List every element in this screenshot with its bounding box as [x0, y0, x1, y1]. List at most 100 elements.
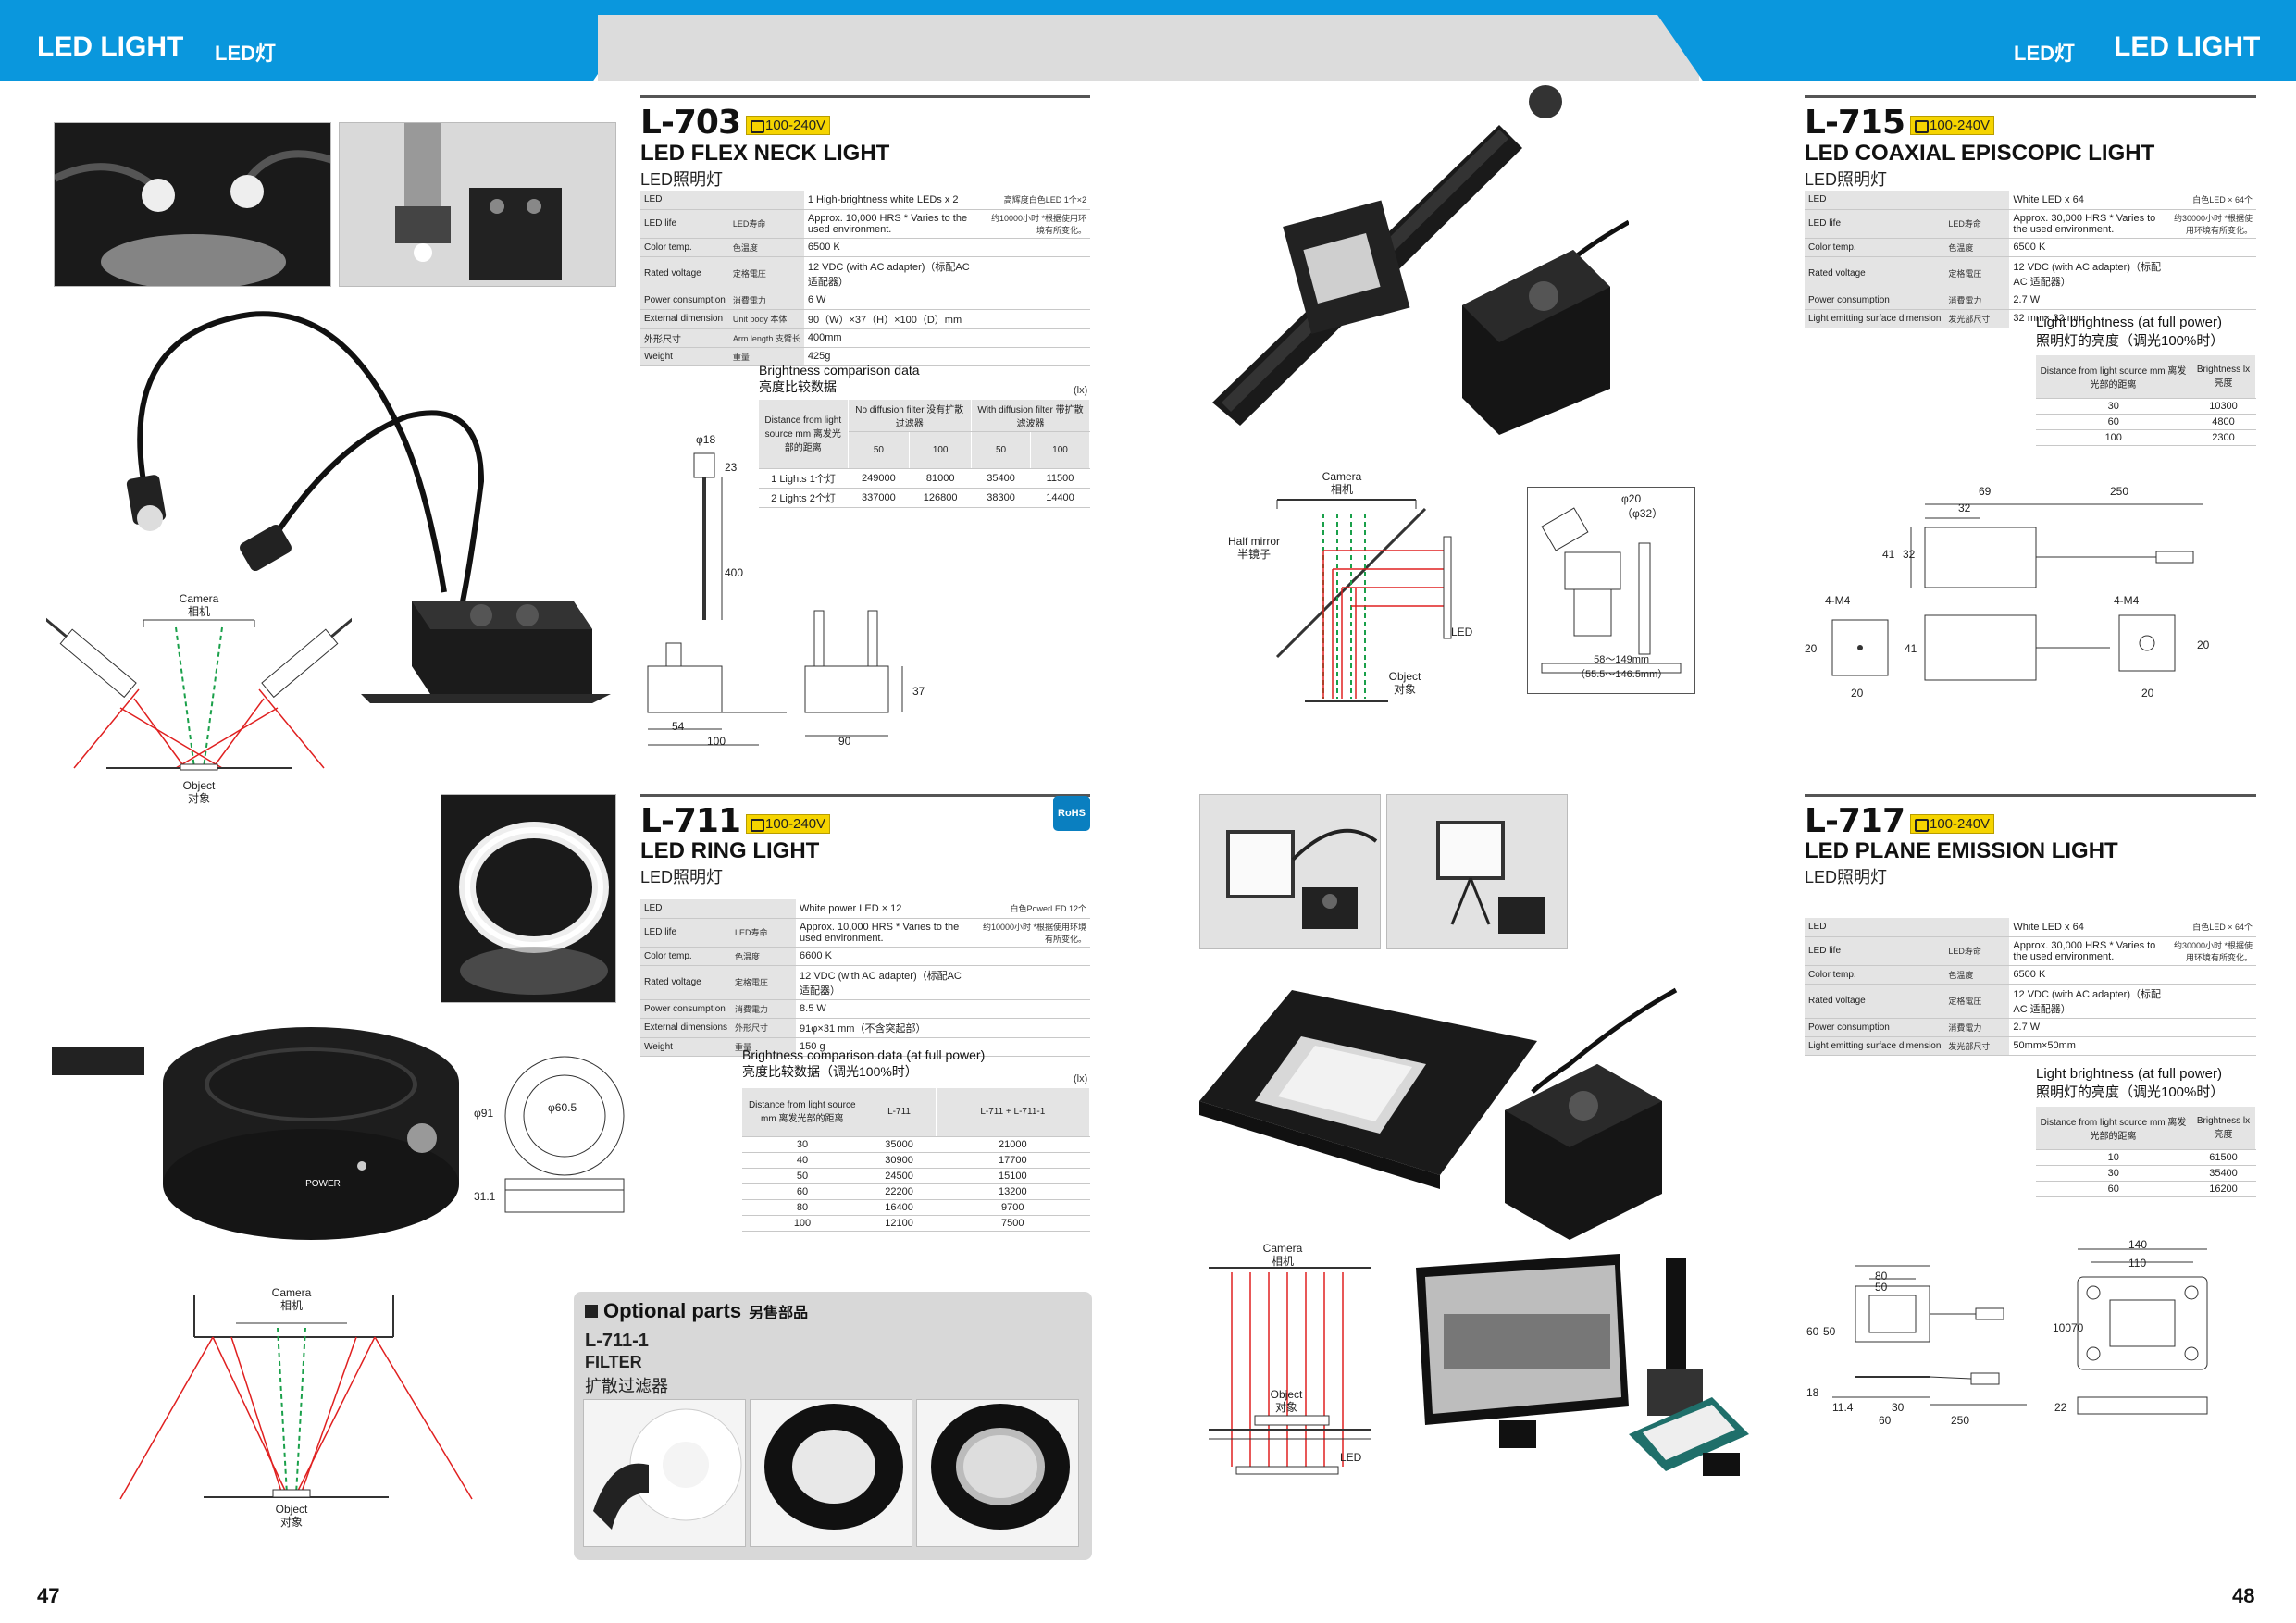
l715-title: LED COAXIAL EPISCOPIC LIGHT [1805, 141, 2155, 166]
l717-photo-1 [1199, 794, 1381, 949]
l703-dim-100: 100 [707, 735, 726, 748]
brightness-value: 4800 [2191, 414, 2256, 430]
l715-dim-20d: 20 [2141, 687, 2154, 700]
l717-dim-250: 250 [1951, 1414, 1970, 1427]
brightness-value: 60 [2036, 1181, 2191, 1197]
spec-value: 6600 K [796, 947, 978, 966]
spec-value-zh: 约10000小时 *根据使用环境有所变化。 [985, 209, 1090, 239]
brightness-value: 30 [742, 1136, 863, 1153]
brightness-value: 100 [742, 1215, 863, 1232]
l711-subtitle: LED照明灯 [640, 868, 724, 886]
spec-value-zh [985, 309, 1090, 329]
brightness-value: 10300 [2191, 398, 2256, 415]
l703-brightness-unit: (lx) [1074, 385, 1088, 396]
brightness-value: 13200 [936, 1183, 1090, 1200]
brightness-header-distance: Distance from light source mm 离发光部的距离 [2036, 355, 2191, 399]
spec-value: 6500 K [803, 238, 986, 257]
l703-photo-lamps [54, 122, 331, 287]
brightness-value: 24500 [863, 1168, 937, 1184]
l703-title: LED FLEX NECK LIGHT [640, 141, 890, 166]
l717-dim-18: 18 [1806, 1386, 1819, 1399]
brightness-value: 100 [2036, 429, 2191, 446]
spec-key: Rated voltage [1805, 984, 1945, 1019]
spec-key-zh [728, 191, 804, 210]
brightness-value: 21000 [936, 1136, 1090, 1153]
l715-dim-41b: 41 [1905, 642, 1917, 655]
l717-brightness-title: Light brightness (at full power)照明灯的亮度（调… [2036, 1066, 2225, 1100]
spec-value: 12 VDC (with AC adapter)（标配AC 适配器） [796, 965, 978, 1000]
spec-key-zh: 发光部尺寸 [1944, 1036, 2010, 1056]
l715-dim-32: 32 [1958, 502, 1971, 514]
spec-key: Color temp. [1805, 238, 1945, 257]
header-left-subtitle: LED灯 [215, 42, 277, 65]
spec-key-zh: Unit body 本体 [728, 309, 804, 329]
spec-value-zh [2166, 1018, 2256, 1037]
l717-dim-80: 80 [1875, 1270, 1888, 1282]
spec-key-zh: 消費電力 [1944, 1018, 2010, 1037]
spec-key: Power consumption [640, 999, 732, 1019]
l703-product-image [126, 311, 611, 703]
l715-dim-250: 250 [2110, 485, 2129, 498]
l717-monitor-setup [1416, 1254, 1749, 1476]
l711-power-label: POWER [305, 1179, 341, 1189]
page-number-right: 48 [2232, 1584, 2255, 1607]
spec-key: External dimension [640, 309, 729, 329]
spec-value: 32 mm× 32 mm [2009, 309, 2166, 328]
brightness-value: 38300 [971, 488, 1031, 508]
l717-product-image [1199, 987, 1678, 1240]
l717-title-rule [1805, 794, 2256, 797]
brightness-value: 81000 [909, 468, 972, 489]
spec-value: White LED x 64 [2009, 191, 2166, 210]
l715-dim-20c: 20 [2197, 638, 2210, 651]
brightness-value: 16400 [863, 1199, 937, 1216]
l717-dim-100: 100 [2053, 1321, 2072, 1334]
spec-key: Power consumption [1805, 291, 1945, 310]
spec-value-zh: 白色PowerLED 12个 [977, 899, 1090, 919]
l715-dim-32b: 32 [1903, 548, 1916, 561]
l711-brightness-unit: (lx) [1074, 1073, 1088, 1084]
brightness-header-no-filter: No diffusion filter 没有扩散过滤器 [848, 400, 973, 432]
spec-key: LED life [640, 918, 732, 948]
l715-dim-69: 69 [1979, 485, 1992, 498]
l715-brightness-title: Light brightness (at full power)照明灯的亮度（调… [2036, 315, 2225, 349]
l703-title-rule [640, 95, 1090, 98]
l717-dimension-drawing [1832, 1248, 2208, 1415]
l711-dimension-drawing [504, 1056, 625, 1213]
brightness-header-lux: Brightness lx 亮度 [2191, 1107, 2256, 1150]
spec-value: 8.5 W [796, 999, 978, 1019]
spec-value-zh [2166, 1036, 2256, 1056]
brightness-value: 22200 [863, 1183, 937, 1200]
l715-subtitle: LED照明灯 [1805, 170, 1888, 189]
spec-key: Color temp. [640, 947, 732, 966]
brightness-value: 14400 [1030, 488, 1090, 508]
spec-value: 50mm×50mm [2009, 1036, 2167, 1056]
spec-key-zh: 重量 [728, 347, 804, 366]
spec-value: 6500 K [2009, 965, 2167, 985]
l711-title-rule [640, 794, 1090, 797]
spec-key-zh: 定格電圧 [1944, 256, 2010, 291]
brightness-header-distance: Distance from light source mm 离发光部的距离 [759, 400, 849, 469]
l715-dim-41: 41 [1882, 548, 1895, 561]
l703-dim-23: 23 [725, 461, 738, 474]
optional-part-name: FILTER [585, 1353, 642, 1371]
